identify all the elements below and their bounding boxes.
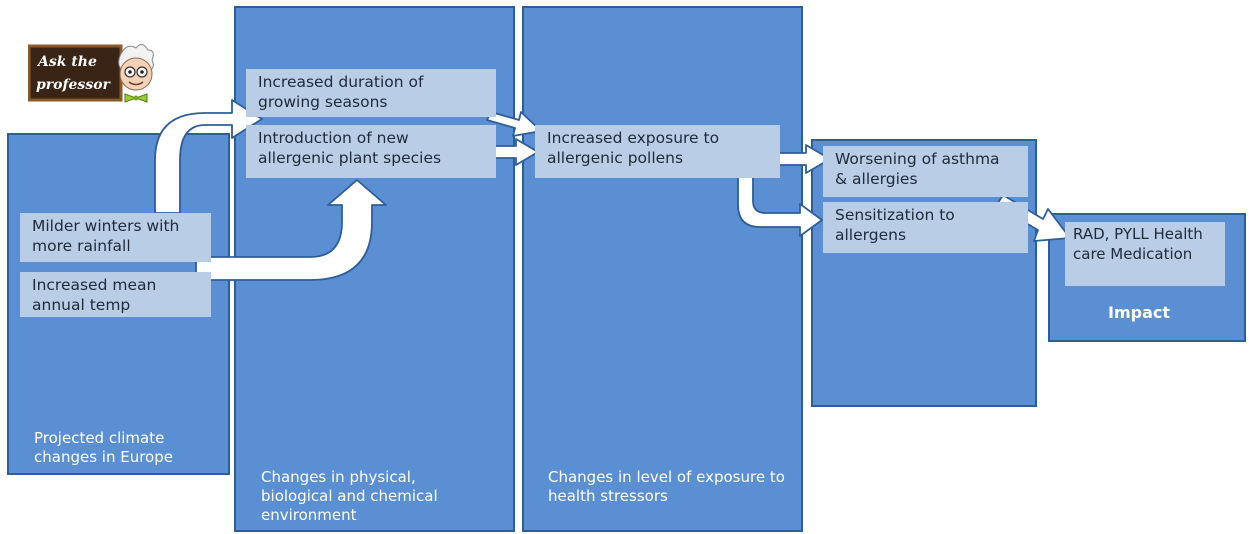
caption-impact: Impact bbox=[1108, 303, 1171, 322]
box-new-species: Introduction of new allergenic plant spe… bbox=[246, 125, 496, 178]
box-sensitization: Sensitization to allergens bbox=[823, 202, 1028, 253]
svg-text:professor: professor bbox=[36, 77, 112, 93]
box-milder-winters: Milder winters with more rainfall bbox=[20, 213, 211, 262]
svg-text:Ask the: Ask the bbox=[36, 54, 97, 70]
caption-environment: Changes in physical, biological and chem… bbox=[261, 468, 438, 524]
box-asthma: Worsening of asthma & allergies bbox=[823, 146, 1028, 197]
caption-climate: Projected climate changes in Europe bbox=[34, 429, 173, 466]
box-pollen-exposure: Increased exposure to allergenic pollens bbox=[535, 125, 780, 178]
column-exposure bbox=[522, 6, 803, 532]
box-increased-temp: Increased mean annual temp bbox=[20, 272, 211, 317]
ask-the-professor-logo: Ask the professor bbox=[28, 44, 154, 103]
caption-exposure: Changes in level of exposure to health s… bbox=[548, 468, 785, 505]
professor-icon bbox=[118, 44, 154, 103]
box-growing-seasons: Increased duration of growing seasons bbox=[246, 69, 496, 117]
box-impact-items: RAD, PYLL Health care Medication bbox=[1065, 222, 1225, 286]
